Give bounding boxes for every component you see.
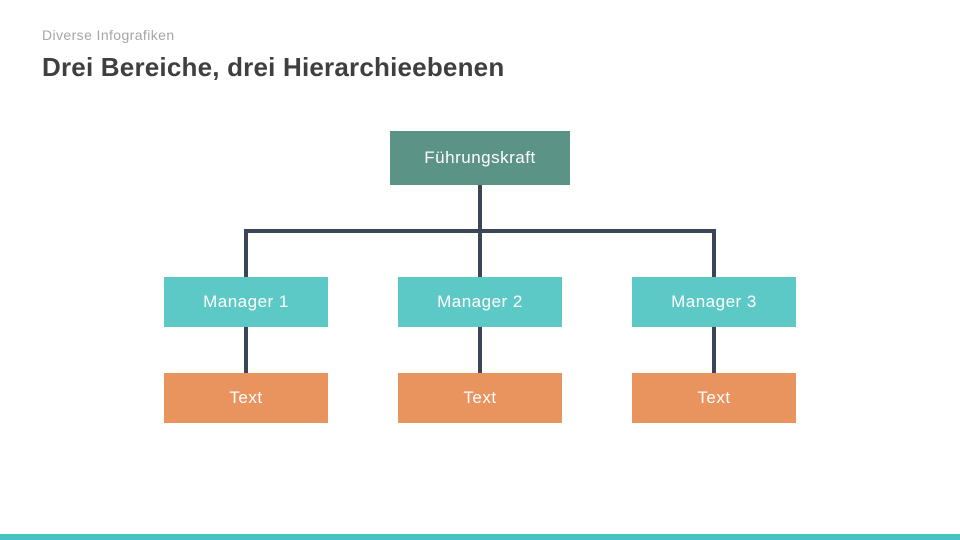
org-node-leaf-3-label: Text: [697, 388, 731, 407]
org-node-root: Führungskraft: [390, 131, 570, 185]
connector-leaf-2: [478, 327, 482, 373]
org-node-leaf-3: Text: [632, 373, 796, 423]
org-node-leaf-1: Text: [164, 373, 328, 423]
connector-root-stem: [478, 185, 482, 231]
org-node-leaf-1-label: Text: [229, 388, 263, 407]
org-node-manager-2-label: Manager 2: [437, 292, 523, 311]
org-node-manager-2: Manager 2: [398, 277, 562, 327]
org-node-manager-1-label: Manager 1: [203, 292, 289, 311]
connector-drop-3: [712, 229, 716, 277]
connector-leaf-1: [244, 327, 248, 373]
connector-drop-1: [244, 229, 248, 277]
slide-title: Drei Bereiche, drei Hierarchieebenen: [42, 52, 505, 82]
org-node-leaf-2-label: Text: [463, 388, 497, 407]
connector-drop-2: [478, 229, 482, 277]
org-node-leaf-2: Text: [398, 373, 562, 423]
footer-accent-bar: [0, 534, 960, 540]
slide-eyebrow: Diverse Infografiken: [42, 27, 175, 43]
connector-leaf-3: [712, 327, 716, 373]
org-node-root-label: Führungskraft: [424, 148, 536, 167]
org-node-manager-1: Manager 1: [164, 277, 328, 327]
org-node-manager-3-label: Manager 3: [671, 292, 757, 311]
org-node-manager-3: Manager 3: [632, 277, 796, 327]
